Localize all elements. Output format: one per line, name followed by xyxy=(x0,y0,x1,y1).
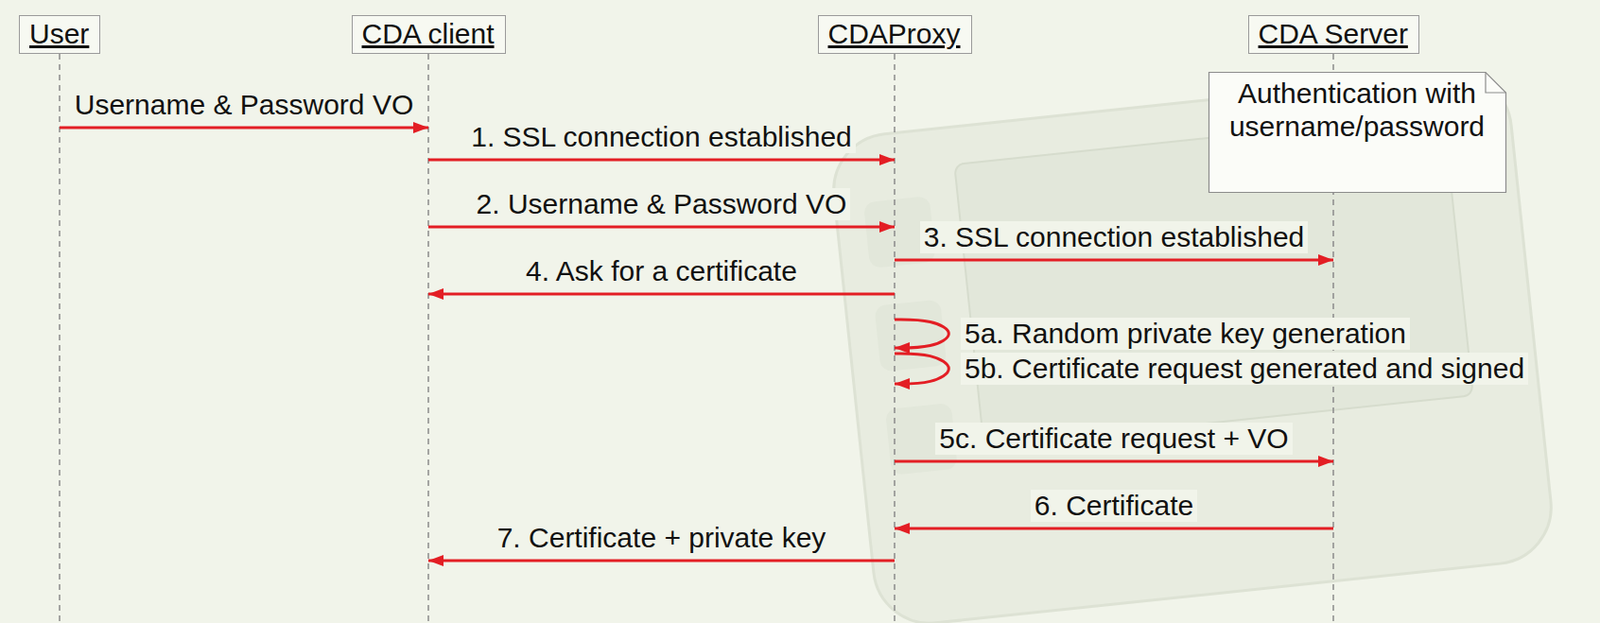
message-label: 5b. Certificate request generated and si… xyxy=(960,352,1529,386)
message-label: 4. Ask for a certificate xyxy=(521,255,801,289)
message-arrow xyxy=(894,259,1334,262)
participant-box: CDA Server xyxy=(1248,15,1420,54)
phone-key xyxy=(873,299,947,373)
note-shape xyxy=(1208,72,1506,193)
message-label: 3. SSL connection established xyxy=(920,221,1309,255)
lifeline xyxy=(58,53,61,623)
actor-box: User xyxy=(18,15,101,54)
self-message-arrow xyxy=(894,353,949,384)
message-arrow xyxy=(428,226,895,229)
message-label: 6. Certificate xyxy=(1030,489,1198,523)
phone-body xyxy=(828,69,1557,623)
participant-name: CDAProxy xyxy=(828,17,962,52)
message-label: 5c. Certificate request + VO xyxy=(935,422,1292,456)
note-box: Authentication with username/password xyxy=(1208,71,1507,193)
message-label: 1. SSL connection established xyxy=(467,121,856,155)
message-arrow xyxy=(59,126,429,130)
participant-box: CDAProxy xyxy=(817,15,973,54)
participant-name: CDA client xyxy=(362,17,496,52)
self-message-arrow xyxy=(894,319,949,348)
participant-box: CDA client xyxy=(351,15,506,54)
lifeline xyxy=(427,53,430,623)
participant-name: CDA Server xyxy=(1258,17,1409,52)
message-label: 5a. Random private key generation xyxy=(960,317,1410,351)
message-label: Username & Password VO xyxy=(70,88,418,122)
lifeline xyxy=(893,53,896,623)
note-fold xyxy=(1485,72,1507,94)
message-label: 2. Username & Password VO xyxy=(472,188,852,222)
note-text: Authentication with username/password xyxy=(1229,77,1485,143)
message-arrow xyxy=(894,460,1334,464)
message-arrow xyxy=(428,293,895,296)
message-arrow xyxy=(894,527,1334,531)
message-arrow xyxy=(428,158,895,162)
phone-illustration xyxy=(828,69,1557,623)
participant-name: User xyxy=(29,17,90,52)
message-arrow xyxy=(428,559,895,563)
message-label: 7. Certificate + private key xyxy=(493,521,831,556)
